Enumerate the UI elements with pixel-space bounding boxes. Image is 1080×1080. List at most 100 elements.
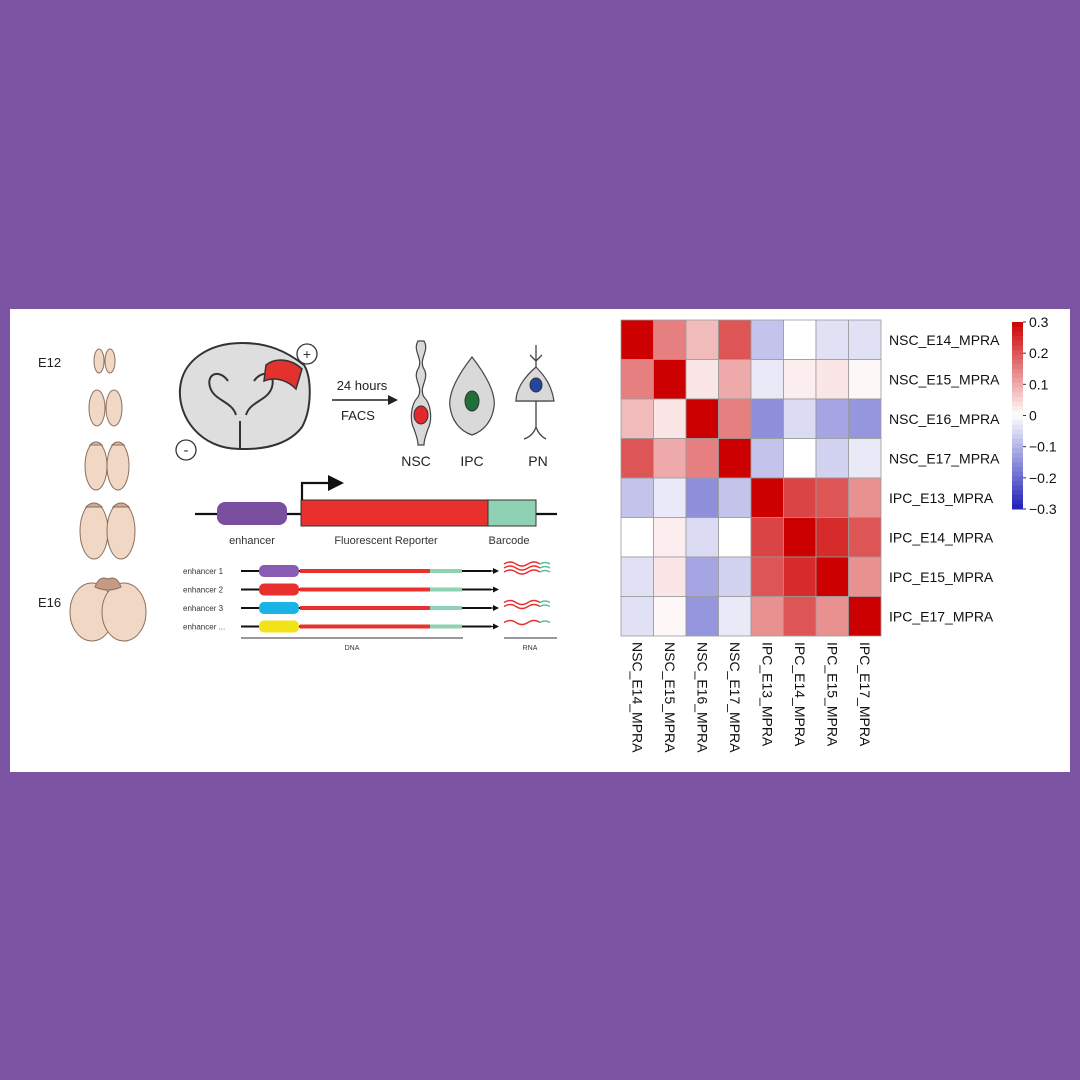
heatmap-cell <box>815 517 849 558</box>
promoter-arrow-icon <box>300 481 330 500</box>
cell-label-pn: PN <box>528 453 547 469</box>
colorbar-segment <box>1012 368 1023 374</box>
heatmap-cell <box>653 438 687 479</box>
stage-label-early: E12 <box>38 355 61 370</box>
colorbar-segment <box>1012 499 1023 505</box>
heatmap-cell <box>718 438 752 479</box>
heatmap-cell <box>620 319 654 360</box>
colorbar-segment <box>1012 429 1023 435</box>
heatmap-cell <box>750 477 784 518</box>
heatmap-cell <box>653 477 687 518</box>
library-arrow-icon <box>493 623 499 630</box>
colorbar-tick-label: 0 <box>1029 408 1037 424</box>
rna-transcript-icon <box>503 569 541 575</box>
colorbar-segment <box>1012 345 1023 351</box>
heatmap-cell <box>620 359 654 400</box>
heatmap-cell <box>718 359 752 400</box>
heatmap-cell <box>653 319 687 360</box>
heatmap-cell <box>653 517 687 558</box>
heatmap-cell <box>848 319 882 360</box>
heatmap-cell <box>620 556 654 597</box>
heatmap-cell <box>783 596 817 637</box>
colorbar-segment <box>1012 396 1023 402</box>
heatmap-cell <box>815 359 849 400</box>
rna-label: RNA <box>523 645 538 652</box>
construct-reporter-box <box>300 499 489 527</box>
library-enhancer-box <box>259 565 299 577</box>
library-reporter-bar <box>300 569 430 573</box>
heatmap-cell <box>815 319 849 360</box>
colorbar-tick-label: 0.3 <box>1029 314 1049 330</box>
heatmap-cell <box>653 359 687 400</box>
electrode-plus-label: + <box>303 346 311 362</box>
heatmap-cell <box>783 319 817 360</box>
colorbar-segment <box>1012 373 1023 379</box>
colorbar-segment <box>1012 340 1023 346</box>
library-reporter-bar <box>300 587 430 592</box>
library-row-label: enhancer 2 <box>183 586 224 595</box>
heatmap-cell <box>783 359 817 400</box>
heatmap-cell <box>815 556 849 597</box>
reporter-construct: enhancer Fluorescent Reporter Barcode <box>195 475 557 547</box>
heatmap-row-label: NSC_E17_MPRA <box>889 450 1000 466</box>
library-row-label: enhancer 3 <box>183 604 224 613</box>
heatmap-column-label: NSC_E14_MPRA <box>629 642 645 753</box>
heatmap-cell <box>783 556 817 597</box>
stage-label-late: E16 <box>38 595 61 610</box>
library-row: enhancer 2 <box>183 583 499 596</box>
library-barcode-bar <box>430 587 462 592</box>
heatmap-row-label: IPC_E13_MPRA <box>889 490 994 506</box>
colorbar-tick-label: 0.1 <box>1029 376 1049 392</box>
heatmap-cell <box>718 517 752 558</box>
ventricle-outline <box>208 372 274 449</box>
figure-canvas: E12 E16 <box>38 314 1057 753</box>
heatmap-cell <box>783 438 817 479</box>
heatmap-cell <box>848 517 882 558</box>
heatmap-cell <box>620 438 654 479</box>
heatmap-cell <box>848 359 882 400</box>
arrow-label-time: 24 hours <box>337 378 388 393</box>
colorbar-segment <box>1012 480 1023 487</box>
colorbar-segment <box>1012 364 1023 370</box>
heatmap-cell <box>750 438 784 479</box>
dna-label: DNA <box>345 645 360 652</box>
heatmap-row-label: NSC_E14_MPRA <box>889 332 1000 348</box>
cell-types: NSC IPC PN <box>401 340 555 469</box>
heatmap-cell <box>750 556 784 597</box>
library-barcode-bar <box>430 569 462 573</box>
colorbar-segment <box>1012 359 1023 365</box>
electrode-minus-label: - <box>184 442 189 459</box>
heatmap-cell <box>718 477 752 518</box>
heatmap-cell <box>620 517 654 558</box>
library-barcode-bar <box>430 606 462 610</box>
colorbar-segment <box>1012 410 1023 416</box>
construct-reporter-label: Fluorescent Reporter <box>334 535 438 547</box>
library-axis: DNA RNA <box>241 637 557 652</box>
heatmap-cell <box>815 438 849 479</box>
colorbar-segment <box>1012 504 1023 510</box>
colorbar-segment <box>1012 322 1023 328</box>
heatmap-cell <box>750 359 784 400</box>
rna-transcript-icon <box>503 599 541 606</box>
colorbar-segment <box>1012 424 1023 431</box>
brain-e16-icon <box>69 577 147 642</box>
library-arrow-icon <box>493 586 499 593</box>
heatmap-cell <box>718 319 752 360</box>
arrow-right-icon <box>388 395 398 405</box>
heatmap-cell <box>620 398 654 439</box>
colorbar-segment <box>1012 457 1023 463</box>
colorbar-segment <box>1012 378 1023 384</box>
colorbar: 0.30.20.10−0.1−0.2−0.3 <box>1012 314 1057 517</box>
library-arrow-icon <box>493 568 499 574</box>
heatmap-row-label: IPC_E14_MPRA <box>889 529 994 545</box>
heatmap-cell <box>653 556 687 597</box>
heatmap-cell <box>718 556 752 597</box>
colorbar-segment <box>1012 350 1023 356</box>
heatmap-column-label: NSC_E16_MPRA <box>694 642 710 753</box>
heatmap-cell <box>685 596 719 637</box>
colorbar-tick-label: −0.3 <box>1029 501 1057 517</box>
heatmap-cell <box>783 477 817 518</box>
colorbar-segment <box>1012 466 1023 473</box>
colorbar-segment <box>1012 452 1023 459</box>
